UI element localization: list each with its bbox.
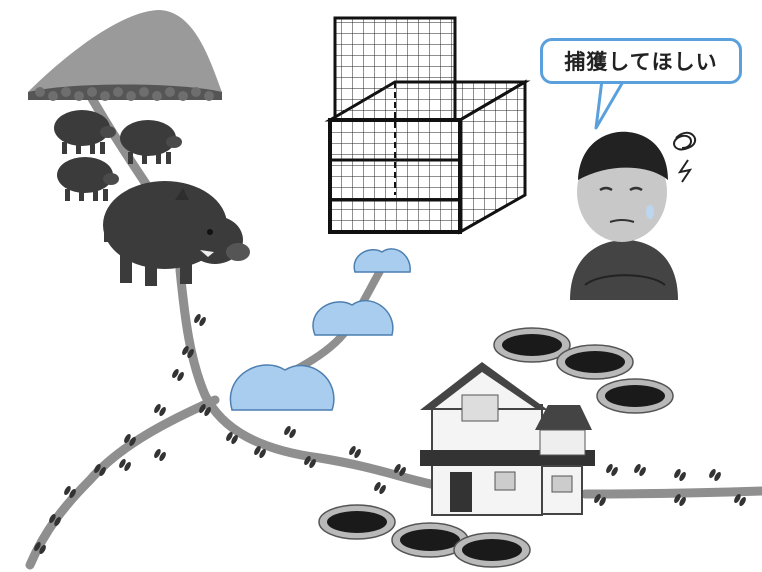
hoofprint (634, 463, 646, 477)
hoofprint (226, 431, 238, 445)
bait-pile (353, 248, 411, 273)
hole (453, 532, 531, 568)
hoofprint (254, 445, 266, 459)
hoofprint (394, 463, 406, 477)
hole (318, 504, 396, 540)
cage-trap (324, 16, 531, 235)
hoofprint (194, 313, 206, 327)
hoofprint (674, 468, 686, 482)
hoofprint (594, 493, 606, 507)
piglet (120, 120, 182, 164)
hoofprints (34, 313, 746, 555)
crop-mound (28, 10, 222, 101)
piglet (57, 157, 119, 201)
house (420, 362, 595, 516)
hole (493, 327, 571, 363)
hoofprint (64, 485, 76, 499)
hoofprint (154, 448, 166, 462)
hoofprint (709, 468, 721, 482)
trail-left (25, 395, 220, 570)
hoofprint (94, 463, 106, 477)
hoofprint (154, 403, 166, 417)
bait-pile (312, 299, 394, 336)
hoofprint (49, 513, 61, 527)
hoofprint (124, 433, 136, 447)
hoofprint (606, 463, 618, 477)
worried-man (570, 131, 696, 300)
speech-bubble-tail (594, 78, 626, 130)
hoofprint (199, 403, 211, 417)
wild-boar (103, 181, 250, 286)
hoofprint (674, 493, 686, 507)
trail-main (175, 265, 445, 491)
hoofprint (349, 445, 361, 459)
trail-right (580, 486, 762, 499)
hoofprint (119, 458, 131, 472)
trail-top (85, 90, 155, 195)
hoofprint (172, 368, 184, 382)
hoofprint (374, 481, 386, 495)
hoofprint (304, 455, 316, 469)
hole (391, 522, 469, 558)
bait-pile (229, 364, 335, 411)
hoofprint (34, 541, 46, 555)
hoofprint (182, 345, 194, 359)
speech-bubble-text: 捕獲してほしい (564, 50, 718, 74)
hoofprint (734, 493, 746, 507)
hoofprint (284, 425, 296, 439)
hole (596, 378, 674, 414)
hole (556, 344, 634, 380)
speech-bubble: 捕獲してほしい (540, 38, 742, 84)
piglet (54, 110, 116, 154)
dug-holes (318, 327, 674, 568)
